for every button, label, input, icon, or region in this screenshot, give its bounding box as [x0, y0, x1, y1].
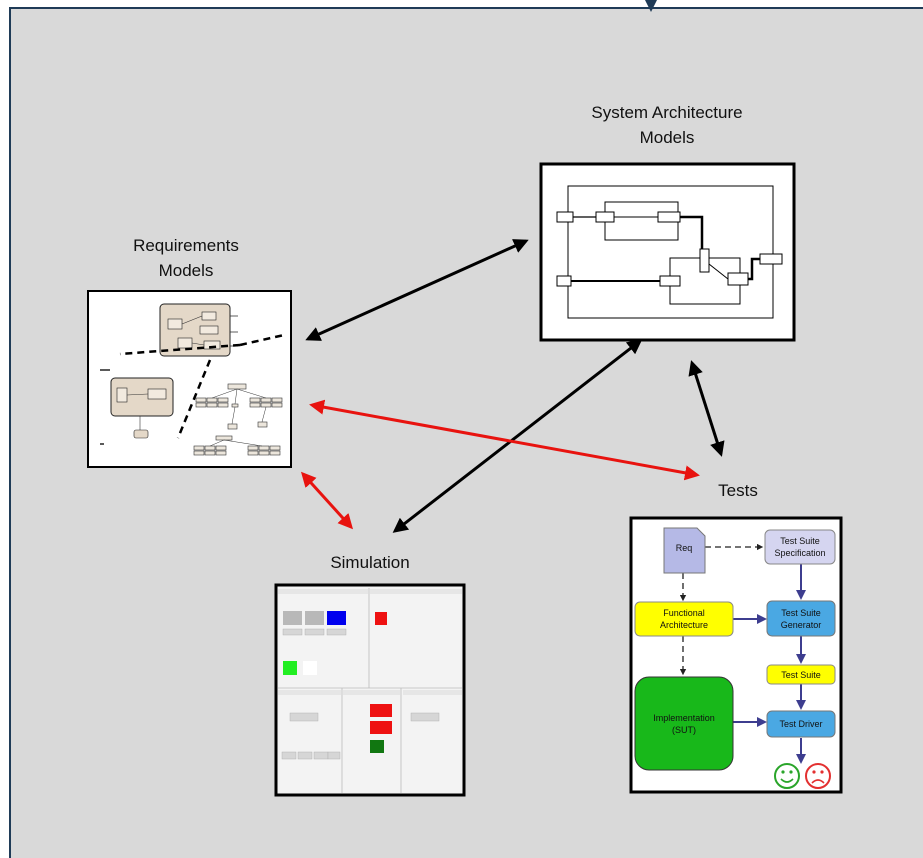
implementation-line1: Implementation [653, 713, 715, 723]
functional-arch-line2: Architecture [660, 620, 708, 630]
functional-arch-line1: Functional [663, 608, 705, 618]
system-architecture-label-2: Models [640, 128, 695, 147]
req-text: Req [676, 543, 693, 553]
test-suite-gen-line1: Test Suite [781, 608, 821, 618]
system-architecture-thumbnail [539, 162, 796, 342]
sad-face-icon [805, 763, 831, 789]
tests-label: Tests [718, 481, 758, 500]
functional-architecture-box: Functional Architecture [634, 601, 734, 637]
tests-flow-connectors [679, 543, 806, 764]
test-driver-box: Test Driver [766, 710, 836, 738]
req-document: Req [663, 527, 706, 574]
implementation-box: Implementation (SUT) [634, 676, 734, 771]
test-suite-spec-box: Test Suite Specification [764, 529, 836, 565]
test-suite-spec-line2: Specification [774, 548, 825, 558]
test-suite-box: Test Suite [766, 664, 836, 685]
architecture-tests-arrow [688, 360, 725, 457]
test-driver-text: Test Driver [779, 719, 822, 729]
simulation-thumbnail [274, 583, 466, 797]
simulation-label: Simulation [330, 553, 409, 572]
test-suite-text: Test Suite [781, 670, 821, 680]
happy-face-icon [774, 763, 800, 789]
requirements-architecture-arrow [305, 239, 529, 341]
test-suite-generator-box: Test Suite Generator [766, 600, 836, 637]
requirements-label-1: Requirements [133, 236, 239, 255]
test-suite-gen-line2: Generator [781, 620, 822, 630]
implementation-line2: (SUT) [672, 725, 696, 735]
main-connectors [300, 239, 725, 533]
system-architecture-label-1: System Architecture [591, 103, 742, 122]
incoming-arrow-icon [645, 0, 657, 12]
test-suite-spec-line1: Test Suite [780, 536, 820, 546]
requirements-label-2: Models [159, 261, 214, 280]
requirements-tests-arrow [309, 399, 700, 481]
requirements-simulation-arrow [300, 471, 354, 530]
requirements-thumbnail [87, 290, 292, 468]
